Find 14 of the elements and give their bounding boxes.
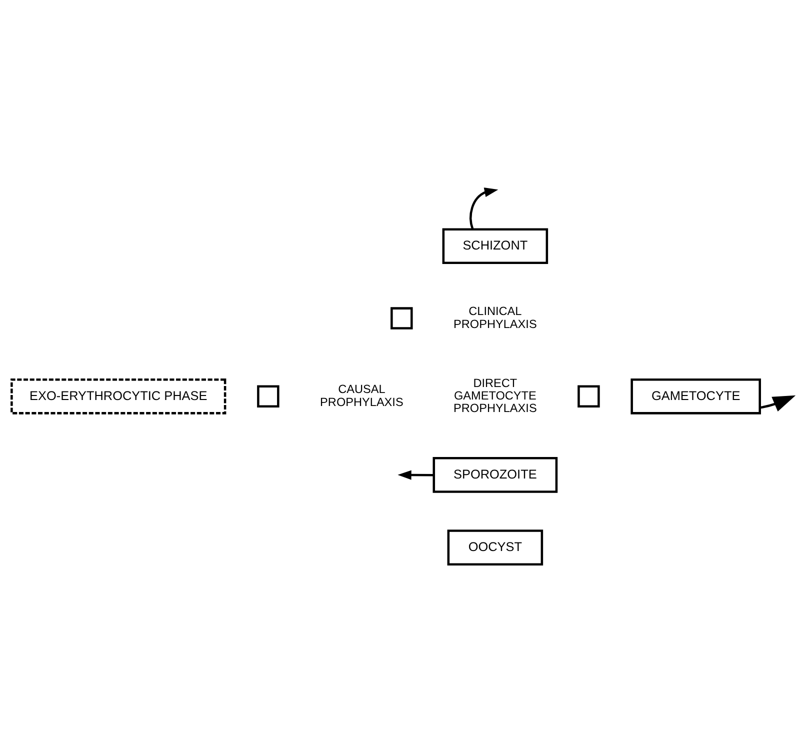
arrow: [760, 394, 796, 412]
node-box: [578, 384, 600, 408]
node-label: DIRECT GAMETOCYTE PROPHYLAXIS: [454, 375, 537, 415]
node-box: GAMETOCYTE: [630, 378, 761, 414]
arrow: [470, 187, 498, 229]
node-label: CLINICAL PROPHYLAXIS: [454, 304, 537, 330]
node-box: [390, 306, 413, 329]
arrow: [398, 470, 434, 480]
node-box: EXO-ERYTHROCYTIC PHASE: [10, 378, 226, 414]
node-box: OOCYST: [447, 529, 544, 565]
node-box: [257, 384, 280, 408]
node-box: SPOROZOITE: [432, 456, 558, 492]
node-label: CAUSAL PROPHYLAXIS: [320, 382, 404, 408]
node-box: SCHIZONT: [442, 228, 548, 264]
